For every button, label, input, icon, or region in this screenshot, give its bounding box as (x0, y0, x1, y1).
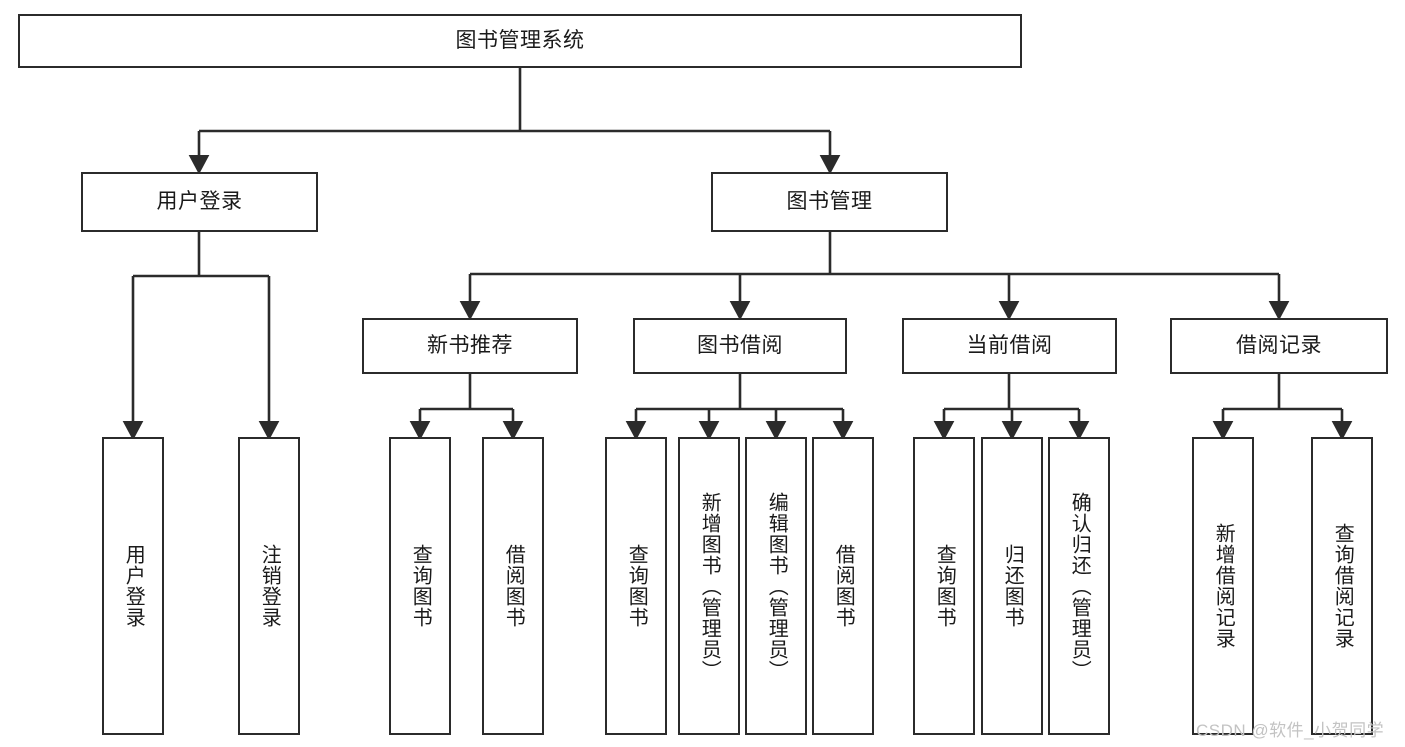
leaf-borrow-edit-label: 编辑图书（管理员） (765, 491, 788, 681)
node-root[interactable]: 图书管理系统 (18, 14, 1022, 68)
node-user-login[interactable]: 用户登录 (81, 172, 318, 232)
leaf-borrow-add[interactable]: 新增图书（管理员） (678, 437, 740, 735)
leaf-rec-query[interactable]: 查询图书 (389, 437, 451, 735)
leaf-rec-borrow-label: 借阅图书 (502, 544, 525, 628)
leaf-rec-search-label: 查询借阅记录 (1331, 523, 1354, 649)
leaf-rec-query-label: 查询图书 (409, 544, 432, 628)
node-book-manage-label: 图书管理 (786, 189, 873, 213)
leaf-cur-return-label: 归还图书 (1001, 544, 1024, 628)
leaf-borrow-edit[interactable]: 编辑图书（管理员） (745, 437, 807, 735)
leaf-rec-add-label: 新增借阅记录 (1212, 523, 1235, 649)
node-book-borrow[interactable]: 图书借阅 (633, 318, 847, 374)
leaf-borrow-query[interactable]: 查询图书 (605, 437, 667, 735)
node-book-manage[interactable]: 图书管理 (711, 172, 948, 232)
leaf-user-login-label: 用户登录 (122, 544, 145, 628)
leaf-user-login[interactable]: 用户登录 (102, 437, 164, 735)
node-new-book-rec-label: 新书推荐 (427, 333, 513, 357)
leaf-borrow-lend[interactable]: 借阅图书 (812, 437, 874, 735)
leaf-user-logout[interactable]: 注销登录 (238, 437, 300, 735)
node-current-borrow-label: 当前借阅 (966, 333, 1053, 357)
leaf-rec-add[interactable]: 新增借阅记录 (1192, 437, 1254, 735)
node-borrow-record[interactable]: 借阅记录 (1170, 318, 1388, 374)
watermark: CSDN @软件_小贺同学 (1196, 721, 1385, 740)
leaf-rec-search[interactable]: 查询借阅记录 (1311, 437, 1373, 735)
leaf-cur-confirm-label: 确认归还（管理员） (1068, 491, 1091, 681)
node-root-label: 图书管理系统 (455, 28, 585, 52)
node-borrow-record-label: 借阅记录 (1236, 333, 1322, 357)
leaf-user-logout-label: 注销登录 (258, 544, 281, 628)
node-current-borrow[interactable]: 当前借阅 (902, 318, 1117, 374)
leaf-cur-return[interactable]: 归还图书 (981, 437, 1043, 735)
node-user-login-label: 用户登录 (156, 189, 243, 213)
leaf-borrow-add-label: 新增图书（管理员） (698, 491, 721, 681)
leaf-borrow-query-label: 查询图书 (625, 544, 648, 628)
leaf-cur-confirm[interactable]: 确认归还（管理员） (1048, 437, 1110, 735)
leaf-cur-query-label: 查询图书 (933, 544, 956, 628)
node-new-book-rec[interactable]: 新书推荐 (362, 318, 578, 374)
leaf-borrow-lend-label: 借阅图书 (832, 544, 855, 628)
leaf-cur-query[interactable]: 查询图书 (913, 437, 975, 735)
leaf-rec-borrow[interactable]: 借阅图书 (482, 437, 544, 735)
node-book-borrow-label: 图书借阅 (697, 333, 783, 357)
